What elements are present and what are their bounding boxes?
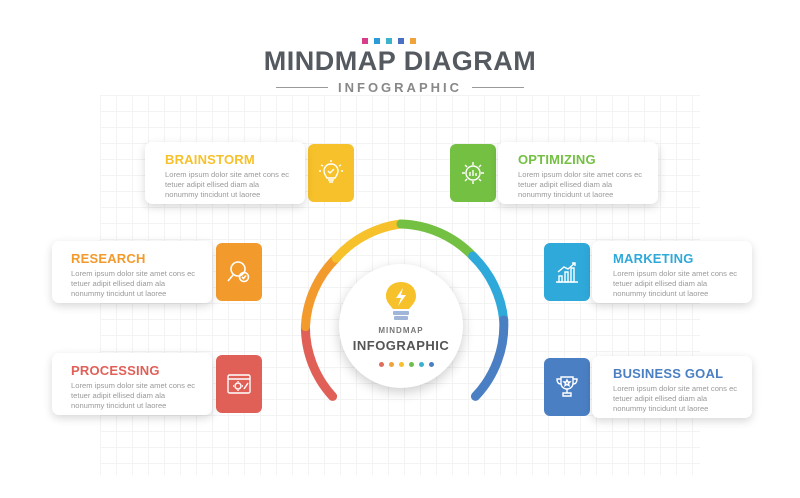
brainstorm-card: BRAINSTORM Lorem ipsum dolor site amet c… <box>145 142 305 204</box>
trophy-icon <box>556 376 578 397</box>
center-label-large: INFOGRAPHIC <box>352 338 450 353</box>
header-dot <box>398 38 404 44</box>
optimizing-text: Lorem ipsum dolor site amet cons ec tetu… <box>518 170 643 199</box>
optimizing-card: OPTIMIZING Lorem ipsum dolor site amet c… <box>498 142 658 204</box>
center-dot <box>419 362 424 367</box>
center-dot <box>409 362 414 367</box>
arc-brainstorm <box>331 219 406 263</box>
brainstorm-title: BRAINSTORM <box>165 152 255 167</box>
lightbulb-bolt-icon <box>386 282 416 320</box>
arc-marketing <box>468 251 509 325</box>
marketing-icon-tab <box>544 243 590 301</box>
center-label-small: MINDMAP <box>378 326 424 335</box>
marketing-card: MARKETING Lorem ipsum dolor site amet co… <box>592 241 752 303</box>
browser-settings-icon <box>227 374 251 394</box>
marketing-title: MARKETING <box>613 251 694 266</box>
research-icon-tab <box>216 243 262 301</box>
processing-card: PROCESSING Lorem ipsum dolor site amet c… <box>52 353 212 415</box>
page-title: MINDMAP DIAGRAM <box>263 46 537 76</box>
header-color-dots <box>362 38 416 44</box>
processing-title: PROCESSING <box>71 363 160 378</box>
lightbulb-check-icon <box>319 160 343 183</box>
center-dot <box>389 362 394 367</box>
processing-icon-tab <box>216 355 262 413</box>
header-dot <box>374 38 380 44</box>
research-text: Lorem ipsum dolor site amet cons ec tetu… <box>71 269 196 298</box>
marketing-text: Lorem ipsum dolor site amet cons ec tetu… <box>613 269 738 298</box>
optimizing-icon-tab <box>450 144 496 202</box>
growth-chart-icon <box>556 262 578 283</box>
business-goal-text: Lorem ipsum dolor site amet cons ec tetu… <box>613 384 738 413</box>
arc-optimizing <box>396 219 478 261</box>
subtitle-row: INFOGRAPHIC <box>0 80 800 95</box>
center-dot <box>429 362 434 367</box>
optimizing-title: OPTIMIZING <box>518 152 596 167</box>
business-goal-title: BUSINESS GOAL <box>613 366 724 381</box>
header-dot <box>410 38 416 44</box>
subtitle-divider-left <box>276 87 328 88</box>
center-color-dots <box>379 362 434 367</box>
header-dot <box>386 38 392 44</box>
center-dot <box>379 362 384 367</box>
research-title: RESEARCH <box>71 251 146 266</box>
center-hub: MINDMAP INFOGRAPHIC <box>339 264 463 388</box>
brainstorm-icon-tab <box>308 144 354 202</box>
arc-research <box>300 253 341 332</box>
business-goal-card: BUSINESS GOAL Lorem ipsum dolor site ame… <box>592 356 752 418</box>
gear-chart-icon <box>462 162 484 184</box>
processing-text: Lorem ipsum dolor site amet cons ec tetu… <box>71 381 196 410</box>
magnifier-check-icon <box>227 261 250 283</box>
center-dot <box>399 362 404 367</box>
brainstorm-text: Lorem ipsum dolor site amet cons ec tetu… <box>165 170 290 199</box>
business-goal-icon-tab <box>544 358 590 416</box>
research-card: RESEARCH Lorem ipsum dolor site amet con… <box>52 241 212 303</box>
header-dot <box>362 38 368 44</box>
arc-business-goal <box>470 315 509 401</box>
page-subtitle: INFOGRAPHIC <box>338 80 462 95</box>
arc-processing <box>300 322 338 401</box>
subtitle-divider-right <box>472 87 524 88</box>
